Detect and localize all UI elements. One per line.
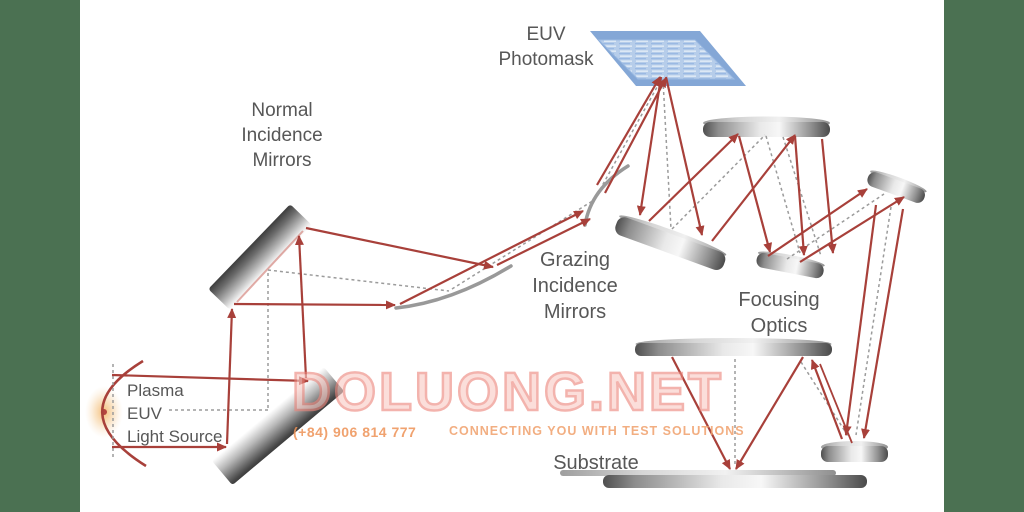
focusing-optics-label: Focusing Optics bbox=[738, 289, 820, 337]
left-margin-bar bbox=[0, 0, 80, 512]
euv-photomask bbox=[590, 31, 746, 86]
focusing-mirror-left bbox=[615, 215, 727, 270]
right-margin-bar bbox=[944, 0, 1024, 512]
grazing-incidence-mirror-2 bbox=[583, 164, 630, 227]
normal-incidence-mirrors-label: Normal Incidence Mirrors bbox=[241, 100, 323, 171]
normal-incidence-mirror-upper bbox=[209, 205, 311, 309]
focusing-mirror-right-small bbox=[867, 170, 927, 203]
light-source-label: Plasma EUV Light Source bbox=[127, 381, 223, 446]
substrate-label: Substrate bbox=[553, 452, 639, 474]
beam-paths bbox=[111, 76, 905, 470]
watermark-phone: (+84) 906 814 777 bbox=[293, 424, 417, 440]
focusing-mirror-final bbox=[821, 441, 888, 462]
watermark-tagline: CONNECTING YOU WITH TEST SOLUTIONS bbox=[449, 424, 745, 438]
beam-axis-dashed bbox=[112, 79, 892, 467]
focusing-mirror-wide bbox=[635, 338, 832, 356]
collector-mirror-arc bbox=[101, 359, 147, 468]
focusing-mirror-center bbox=[756, 251, 825, 279]
focusing-mirror-top bbox=[703, 116, 830, 137]
normal-incidence-mirror-lower bbox=[213, 368, 343, 484]
grazing-incidence-mirrors-label: Grazing Incidence Mirrors bbox=[532, 249, 618, 323]
grazing-incidence-mirror-1 bbox=[394, 264, 513, 310]
photomask-label: EUV Photomask bbox=[498, 24, 594, 70]
plasma-source-glow bbox=[85, 386, 123, 438]
substrate-wafer bbox=[560, 470, 867, 488]
watermark-logo: DOLUONG.NET bbox=[291, 361, 724, 424]
